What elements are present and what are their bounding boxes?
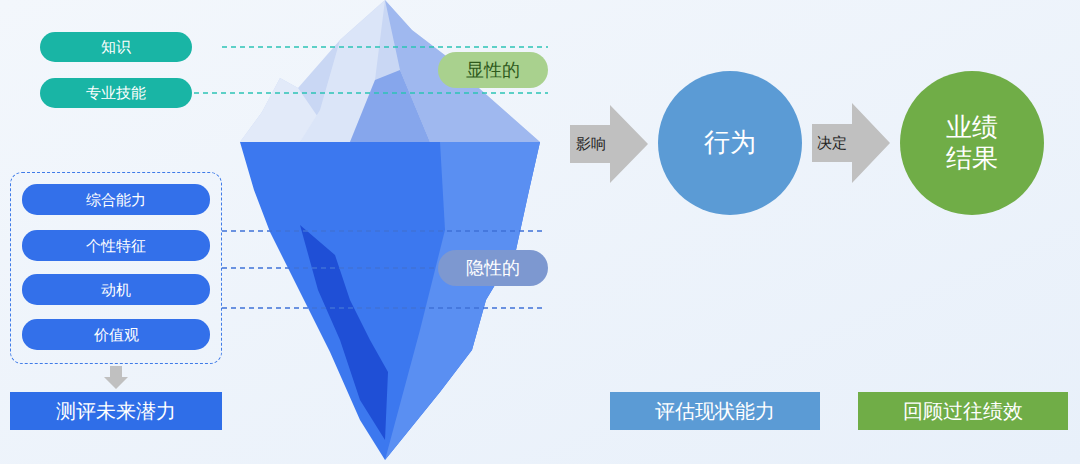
trait-pill: 个性特征	[22, 230, 210, 261]
trait-pill: 动机	[22, 274, 210, 305]
node-text: 显性的	[466, 59, 520, 81]
result-circle: 业绩 结果	[900, 71, 1044, 215]
leader-line	[222, 46, 548, 47]
arrow-label: 影响	[576, 135, 606, 153]
node-text: 回顾过往绩效	[903, 399, 1023, 423]
node-text: 测评未来潜力	[56, 399, 176, 423]
node-text: 业绩 结果	[943, 112, 1000, 174]
block-arrow	[812, 103, 890, 183]
caption-box: 测评未来潜力	[10, 392, 222, 430]
iceberg-shadow	[300, 225, 388, 440]
group-box: 综合能力个性特征动机价值观	[10, 172, 222, 364]
explicit-tag: 显性的	[438, 52, 548, 88]
block-arrow	[570, 105, 648, 183]
iceberg-facet	[385, 142, 540, 460]
node-text: 专业技能	[86, 84, 146, 102]
iceberg-facet	[350, 70, 430, 142]
node-text: 行为	[704, 127, 756, 158]
block-arrow	[104, 366, 128, 389]
leader-line	[222, 307, 542, 308]
skill-pill: 专业技能	[40, 78, 192, 108]
node-text: 个性特征	[86, 237, 146, 255]
node-text: 评估现状能力	[655, 399, 775, 423]
node-text: 隐性的	[466, 257, 520, 279]
node-text: 知识	[101, 38, 131, 56]
node-text: 动机	[101, 281, 131, 299]
iceberg-top	[240, 0, 540, 142]
iceberg-base	[240, 142, 540, 460]
implicit-tag: 隐性的	[438, 250, 548, 286]
node-text: 价值观	[94, 326, 139, 344]
caption-box: 评估现状能力	[610, 392, 820, 430]
trait-pill: 综合能力	[22, 184, 210, 215]
arrow-label-patch: 决定	[815, 134, 849, 152]
arrow-label-patch: 影响	[570, 126, 612, 162]
behaviour-circle: 行为	[658, 71, 802, 215]
knowledge-pill: 知识	[40, 32, 192, 62]
trait-pill: 价值观	[22, 319, 210, 350]
leader-line	[194, 92, 548, 93]
arrow-label: 决定	[817, 134, 847, 152]
leader-line	[222, 230, 542, 231]
caption-box: 回顾过往绩效	[858, 392, 1068, 430]
node-text: 综合能力	[86, 191, 146, 209]
